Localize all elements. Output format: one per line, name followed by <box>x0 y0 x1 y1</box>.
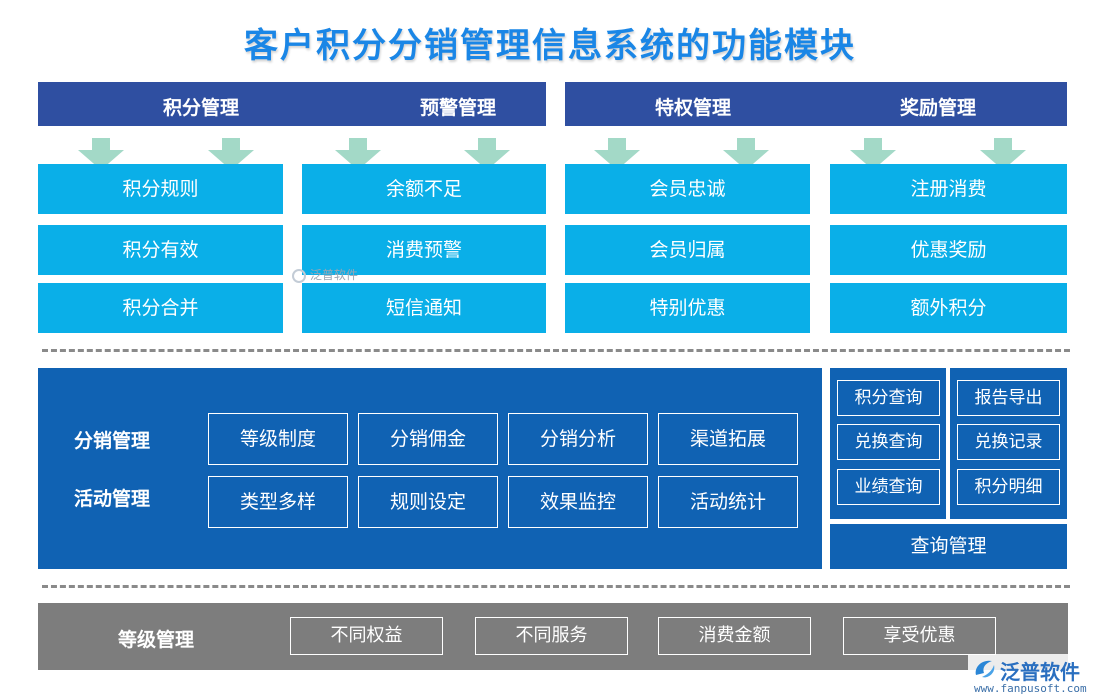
box-channel-expansion: 渠道拓展 <box>658 413 798 465</box>
card-register-consume: 注册消费 <box>830 164 1067 214</box>
box-consumption-amount: 消费金额 <box>658 617 811 655</box>
brand-logo: 泛普软件 www.fanpusoft.com <box>968 654 1096 698</box>
box-exchange-query: 兑换查询 <box>837 424 940 460</box>
box-level-system: 等级制度 <box>208 413 348 465</box>
header-warning-management: 预警管理 <box>419 97 496 119</box>
label-distribution-management: 分销管理 <box>74 430 151 452</box>
watermark-logo-icon <box>292 268 306 283</box>
header-points-management: 积分管理 <box>162 97 239 119</box>
dashed-divider <box>42 349 1070 352</box>
card-member-loyalty: 会员忠诚 <box>565 164 810 214</box>
watermark: 泛普软件 <box>292 266 358 283</box>
card-points-rules: 积分规则 <box>38 164 283 214</box>
card-special-offer: 特别优惠 <box>565 283 810 333</box>
card-sms-notice: 短信通知 <box>302 283 546 333</box>
query-panel-right: 报告导出 兑换记录 积分明细 <box>950 368 1067 519</box>
card-consumption-warning: 消费预警 <box>302 225 546 275</box>
label-activity-management: 活动管理 <box>74 488 151 510</box>
card-discount-reward: 优惠奖励 <box>830 225 1067 275</box>
header-bar-left: 积分管理 预警管理 <box>38 82 546 126</box>
query-management-label: 查询管理 <box>830 524 1067 569</box>
box-different-rights: 不同权益 <box>290 617 443 655</box>
level-management-panel: 等级管理 不同权益 不同服务 消费金额 享受优惠 <box>38 603 1068 670</box>
box-points-detail: 积分明细 <box>957 469 1060 505</box>
box-activity-statistics: 活动统计 <box>658 476 798 528</box>
box-exchange-record: 兑换记录 <box>957 424 1060 460</box>
box-diverse-types: 类型多样 <box>208 476 348 528</box>
box-distribution-commission: 分销佣金 <box>358 413 498 465</box>
card-points-merge: 积分合并 <box>38 283 283 333</box>
box-report-export: 报告导出 <box>957 380 1060 416</box>
box-performance-query: 业绩查询 <box>837 469 940 505</box>
logo-name: 泛普软件 <box>1000 662 1080 684</box>
header-privilege-management: 特权管理 <box>654 97 731 119</box>
box-different-services: 不同服务 <box>475 617 628 655</box>
header-bar-right: 特权管理 奖励管理 <box>565 82 1067 126</box>
dashed-divider <box>42 585 1070 588</box>
query-panel-left: 积分查询 兑换查询 业绩查询 <box>830 368 946 519</box>
card-extra-points: 额外积分 <box>830 283 1067 333</box>
box-points-query: 积分查询 <box>837 380 940 416</box>
box-effect-monitoring: 效果监控 <box>508 476 648 528</box>
page-title: 客户积分分销管理信息系统的功能模块 <box>244 26 856 66</box>
distribution-activity-panel: 分销管理 活动管理 等级制度 分销佣金 分销分析 渠道拓展 类型多样 规则设定 … <box>38 368 822 569</box>
logo-url: www.fanpusoft.com <box>974 682 1087 695</box>
box-enjoy-discounts: 享受优惠 <box>843 617 996 655</box>
header-reward-management: 奖励管理 <box>899 97 976 119</box>
box-rule-setting: 规则设定 <box>358 476 498 528</box>
label-level-management: 等级管理 <box>118 629 195 651</box>
box-distribution-analysis: 分销分析 <box>508 413 648 465</box>
card-member-belonging: 会员归属 <box>565 225 810 275</box>
fanpu-logo-icon <box>975 660 995 678</box>
card-insufficient-balance: 余额不足 <box>302 164 546 214</box>
card-points-valid: 积分有效 <box>38 225 283 275</box>
